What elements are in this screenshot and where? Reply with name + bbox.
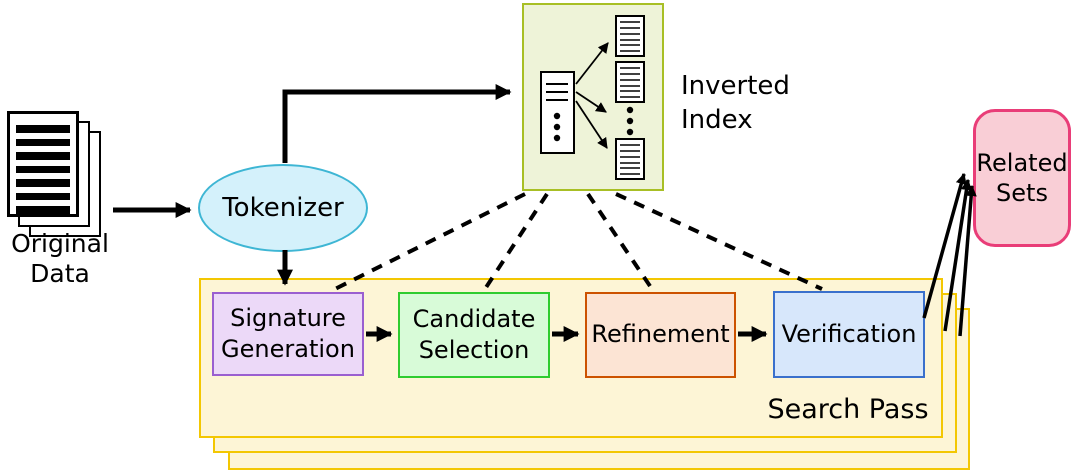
candidate-selection-label: Candidate Selection xyxy=(412,304,536,364)
step-box-verification: Verification xyxy=(773,291,925,378)
original-data-label: Original Data xyxy=(11,229,109,288)
refinement-label: Refinement xyxy=(591,320,730,349)
dashed-link-inverted-to-refinement xyxy=(586,192,654,291)
inverted-index-node xyxy=(522,3,664,191)
verification-label: Verification xyxy=(781,319,917,348)
related-sets-node: Related Sets xyxy=(973,109,1071,247)
tokenizer-node: Tokenizer xyxy=(198,164,368,252)
search-pass-label: Search Pass xyxy=(767,394,929,425)
step-box-refinement: Refinement xyxy=(585,292,736,378)
inverted-index-label: Inverted Index xyxy=(681,71,790,135)
document-text-line xyxy=(16,125,70,133)
step-box-candidate-selection: Candidate Selection xyxy=(398,292,550,378)
document-text-line xyxy=(16,165,70,174)
document-text-line xyxy=(16,179,70,187)
step-box-signature-generation: Signature Generation xyxy=(212,292,364,376)
tokenizer-label: Tokenizer xyxy=(222,193,344,223)
signature-generation-label: Signature Generation xyxy=(221,303,355,363)
document-icon xyxy=(7,111,79,217)
arrow-tokenizer-to-inverted-index xyxy=(282,83,512,163)
dashed-link-inverted-to-verification xyxy=(615,192,823,291)
document-text-line xyxy=(16,152,70,160)
document-text-line xyxy=(16,192,70,201)
related-sets-label: Related Sets xyxy=(976,149,1068,207)
document-text-line xyxy=(16,206,70,215)
dashed-link-inverted-to-candidate xyxy=(483,192,549,291)
document-text-line xyxy=(16,138,70,147)
